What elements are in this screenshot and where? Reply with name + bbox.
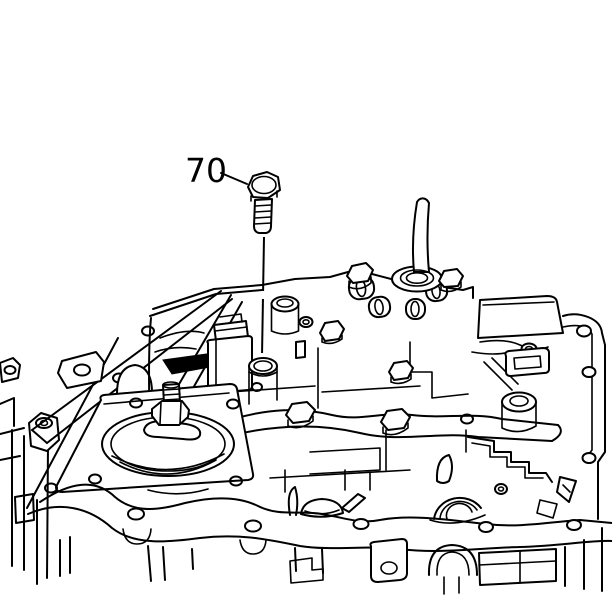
dome-hump bbox=[117, 365, 152, 394]
right-center-features bbox=[430, 344, 576, 524]
hex-bolt-deck-mid bbox=[389, 361, 413, 383]
fin bbox=[342, 494, 365, 512]
callout-70-label: 70 bbox=[185, 151, 227, 190]
cover-plate-and-right-rail bbox=[472, 296, 605, 519]
stepped-edge bbox=[468, 437, 552, 482]
pump-stud-and-nut bbox=[152, 382, 189, 425]
lug-with-hole bbox=[370, 539, 407, 582]
oval-port bbox=[368, 296, 392, 319]
case-deck-outline bbox=[149, 272, 473, 434]
ring-hole bbox=[300, 317, 313, 327]
deck-ports-and-bolts bbox=[347, 263, 448, 383]
crescent-blade bbox=[289, 487, 298, 515]
dipstick-tube bbox=[413, 198, 429, 272]
left-tab-with-hole bbox=[0, 358, 20, 382]
bracket-tab-with-hole bbox=[58, 352, 104, 388]
hex-bolt-by-tube bbox=[439, 269, 463, 291]
leaf-rib bbox=[437, 455, 452, 483]
hex-bolt-70 bbox=[248, 172, 280, 233]
pump-cover-assembly bbox=[45, 382, 253, 494]
accumulator-tower bbox=[272, 297, 299, 335]
wedge bbox=[557, 477, 576, 502]
insertion-dashed-line bbox=[262, 237, 264, 356]
hex-standoff bbox=[29, 413, 59, 451]
cover-plate bbox=[478, 296, 563, 338]
solenoid-cluster bbox=[207, 297, 344, 405]
linkage-arm bbox=[233, 402, 561, 441]
bell-arch bbox=[429, 545, 477, 594]
dowel-pin bbox=[296, 341, 305, 358]
small-hole bbox=[461, 415, 473, 424]
slot-pocket bbox=[505, 348, 549, 376]
hex-bolt-arm-left bbox=[286, 402, 315, 428]
cylinder-boss bbox=[502, 393, 536, 432]
hex-bolt-arm-right bbox=[381, 409, 410, 435]
small-ring-hole bbox=[495, 484, 507, 494]
hex-bolt-deck-left bbox=[347, 263, 373, 289]
round-boss-arcs bbox=[430, 498, 485, 523]
oval-port bbox=[406, 299, 425, 319]
under-flange-details bbox=[148, 528, 602, 594]
dipstick-tube-assembly bbox=[392, 198, 463, 291]
callout-70: 70 bbox=[185, 151, 280, 356]
bolt-hole-boss-target bbox=[249, 358, 277, 404]
case-flange bbox=[28, 485, 612, 554]
callout-leader-line bbox=[221, 173, 247, 184]
hex-bolt-solenoid bbox=[320, 321, 344, 343]
kidney-slot bbox=[144, 421, 200, 440]
bolt-shank bbox=[254, 199, 272, 233]
